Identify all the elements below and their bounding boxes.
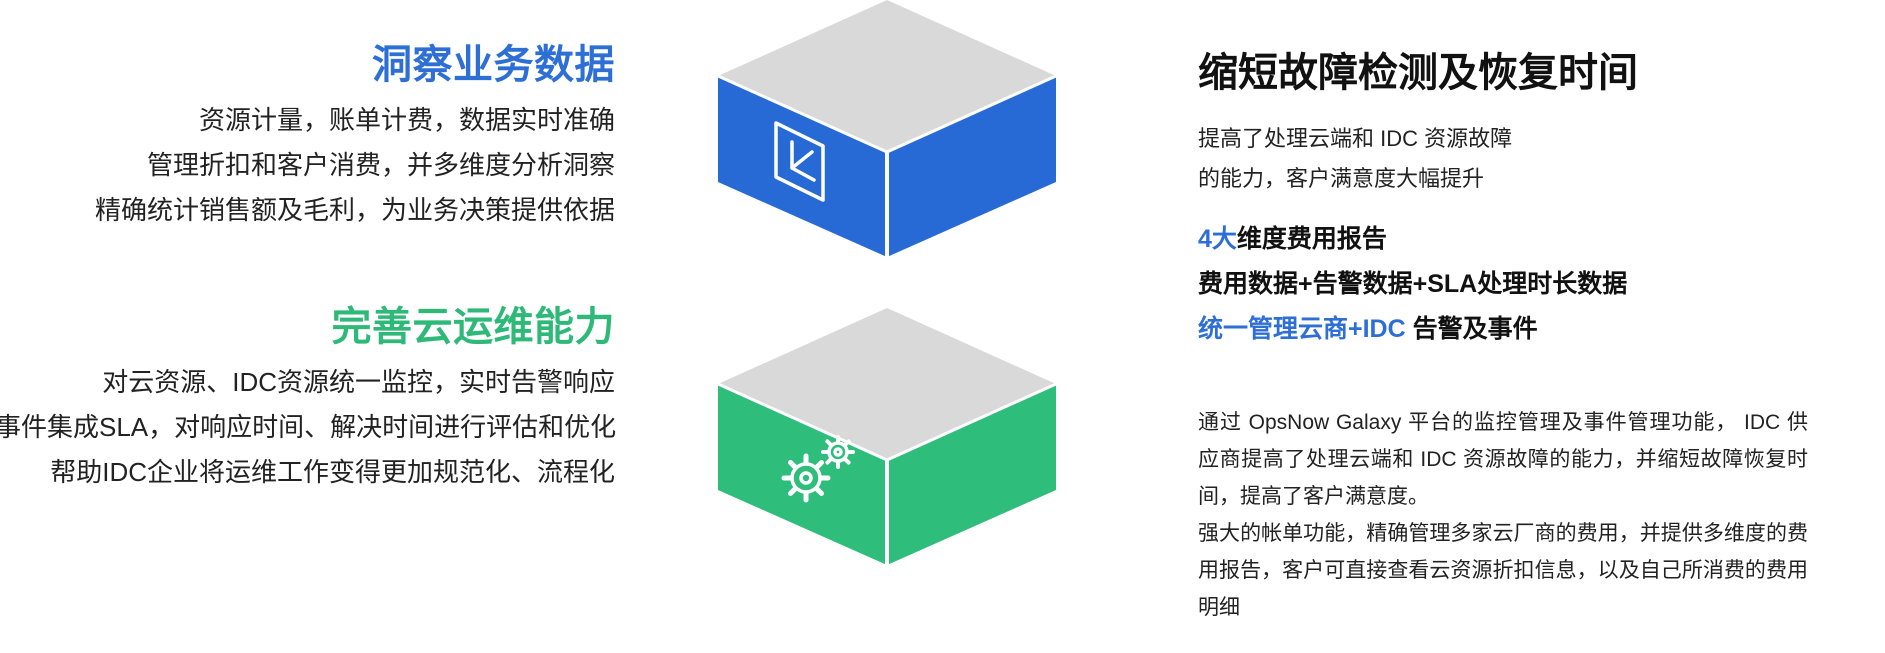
description-paragraph-2: 强大的帐单功能，精确管理多家云厂商的费用，并提供多维度的费用报告，客户可直接查看… bbox=[1198, 522, 1808, 619]
insight-business-data-section: 洞察业务数据 资源计量，账单计费，数据实时准确 管理折扣和客户消费，并多维度分析… bbox=[0, 38, 615, 233]
description: 通过 OpsNow Galaxy 平台的监控管理及事件管理功能， IDC 供应商… bbox=[1198, 404, 1808, 626]
feature-unified-alerts: 统一管理云商+IDC 告警及事件 bbox=[1198, 307, 1808, 352]
feature-cost-report: 4大维度费用报告 bbox=[1198, 217, 1808, 262]
blue-cube-illustration bbox=[718, 0, 1056, 260]
cloud-ops-line-2: 事件集成SLA，对响应时间、解决时间进行评估和优化 bbox=[0, 412, 617, 442]
green-cube-illustration bbox=[718, 308, 1056, 568]
arrow-in-box-icon bbox=[774, 121, 825, 202]
feature-cost-report-text: 维度费用报告 bbox=[1236, 225, 1387, 253]
insight-line-1: 资源计量，账单计费，数据实时准确 bbox=[198, 105, 615, 135]
intro-line-1: 提高了处理云端和 IDC 资源故障 bbox=[1198, 126, 1513, 151]
description-paragraph-1: 通过 OpsNow Galaxy 平台的监控管理及事件管理功能， IDC 供应商… bbox=[1198, 411, 1808, 508]
feature-unified-alerts-accent: 统一管理云商+IDC bbox=[1198, 315, 1406, 343]
gears-icon bbox=[781, 435, 855, 503]
fault-recovery-title: 缩短故障检测及恢复时间 bbox=[1198, 51, 1638, 95]
feature-list: 4大维度费用报告 费用数据+告警数据+SLA处理时长数据 统一管理云商+IDC … bbox=[1198, 217, 1808, 352]
insight-line-2: 管理折扣和客户消费，并多维度分析洞察 bbox=[146, 150, 615, 180]
intro-line-2: 的能力，客户满意度大幅提升 bbox=[1198, 166, 1485, 191]
cloud-ops-section: 完善云运维能力 对云资源、IDC资源统一监控，实时告警响应 事件集成SLA，对响… bbox=[0, 300, 617, 495]
cloud-ops-line-3: 帮助IDC企业将运维工作变得更加规范化、流程化 bbox=[50, 457, 615, 487]
section-heading-insight: 洞察业务数据 bbox=[372, 43, 615, 87]
fault-recovery-section: 缩短故障检测及恢复时间 提高了处理云端和 IDC 资源故障 的能力，客户满意度大… bbox=[1198, 45, 1808, 626]
feature-cost-report-accent: 4大 bbox=[1198, 225, 1237, 253]
insight-line-3: 精确统计销售额及毛利，为业务决策提供依据 bbox=[94, 195, 615, 225]
section-heading-cloud-ops: 完善云运维能力 bbox=[331, 305, 615, 349]
feature-data-combo: 费用数据+告警数据+SLA处理时长数据 bbox=[1198, 270, 1628, 298]
cloud-ops-line-1: 对云资源、IDC资源统一监控，实时告警响应 bbox=[102, 367, 615, 397]
feature-unified-alerts-text: 告警及事件 bbox=[1405, 315, 1538, 343]
